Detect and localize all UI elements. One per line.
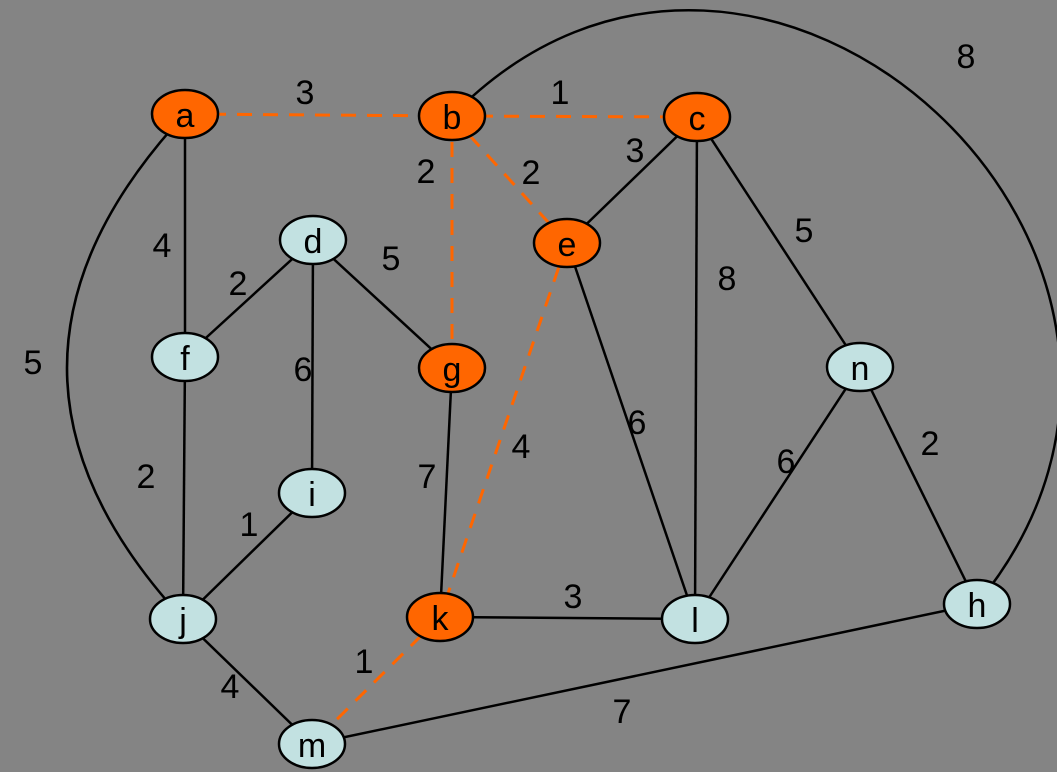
edge-weight-e-l: 6 — [628, 404, 647, 442]
node-ellipse-g — [417, 342, 487, 394]
edge-c-n — [695, 116, 862, 368]
edge-n-l — [693, 366, 862, 620]
node-label-e: e — [558, 226, 577, 264]
edge-weight-n-h: 2 — [921, 425, 940, 463]
edge-b-c — [451, 114, 698, 119]
node-j: j — [148, 593, 218, 645]
edge-weight-c-l: 8 — [718, 260, 737, 298]
edge-weight-k-l: 3 — [564, 578, 583, 616]
node-label-f: f — [180, 340, 190, 378]
node-label-h: h — [968, 587, 987, 625]
edge-weight-d-g: 5 — [382, 240, 401, 278]
edge-b-e — [450, 114, 569, 245]
node-ellipse-d — [278, 214, 348, 266]
edge-d-g — [312, 239, 453, 369]
edge-weight-k-m: 1 — [355, 643, 374, 681]
edge-a-b — [184, 112, 453, 118]
node-c: c — [662, 91, 732, 143]
node-ellipse-j — [148, 593, 218, 645]
edge-k-m — [310, 615, 442, 746]
node-label-k: k — [432, 600, 450, 638]
node-ellipse-b — [417, 90, 487, 142]
edge-m-h — [311, 602, 978, 746]
edge-weight-b-c: 1 — [551, 74, 570, 112]
edge-n-h — [858, 366, 979, 605]
node-ellipse-k — [405, 591, 475, 643]
node-n: n — [825, 341, 895, 393]
edge-weight-b-h: 8 — [957, 38, 976, 76]
node-e: e — [532, 217, 602, 269]
edge-weight-j-m: 4 — [221, 668, 240, 706]
node-a: a — [150, 88, 220, 140]
edge-weight-d-i: 6 — [294, 351, 313, 389]
node-label-g: g — [443, 351, 462, 389]
edge-weight-b-g: 2 — [417, 153, 436, 191]
edge-k-l — [439, 615, 696, 621]
node-label-n: n — [851, 350, 870, 388]
edge-weight-c-n: 5 — [795, 212, 814, 250]
edge-j-m — [182, 618, 313, 745]
node-i: i — [277, 467, 347, 519]
node-ellipse-m — [277, 718, 347, 770]
edge-c-l — [693, 116, 699, 620]
edge-weight-c-e: 3 — [626, 132, 645, 170]
node-label-b: b — [443, 99, 462, 137]
edge-f-j — [181, 356, 187, 620]
node-label-c: c — [689, 100, 706, 138]
edge-g-k — [438, 367, 454, 618]
edge-weight-m-h: 7 — [613, 693, 632, 731]
edge-weight-d-f: 2 — [229, 265, 248, 303]
node-label-i: i — [308, 476, 316, 514]
node-ellipse-n — [825, 341, 895, 393]
node-ellipse-l — [660, 593, 730, 645]
edge-c-e — [566, 116, 698, 244]
edge-i-j — [182, 492, 313, 620]
node-ellipse-a — [150, 88, 220, 140]
node-ellipse-e — [532, 217, 602, 269]
edge-weight-a-j: 5 — [24, 344, 43, 382]
node-ellipse-f — [150, 331, 220, 383]
node-l: l — [660, 593, 730, 645]
edge-a-j — [65, 113, 186, 620]
edge-e-k — [438, 242, 569, 618]
edge-weight-n-l: 6 — [777, 443, 796, 481]
edge-b-h — [451, 9, 1057, 605]
edge-e-l — [565, 242, 697, 620]
node-label-m: m — [298, 727, 326, 765]
node-label-d: d — [304, 223, 323, 261]
edge-weight-a-b: 3 — [296, 74, 315, 112]
edge-weight-e-k: 4 — [512, 428, 531, 466]
node-b: b — [417, 90, 487, 142]
node-f: f — [150, 331, 220, 383]
node-label-a: a — [176, 97, 195, 135]
node-label-j: j — [178, 602, 187, 640]
edge-weight-a-f: 4 — [153, 227, 172, 265]
node-d: d — [278, 214, 348, 266]
node-ellipse-i — [277, 467, 347, 519]
edge-weight-g-k: 7 — [418, 458, 437, 496]
node-m: m — [277, 718, 347, 770]
node-ellipse-h — [942, 578, 1012, 630]
edge-weight-b-e: 2 — [522, 154, 541, 192]
node-ellipse-c — [662, 91, 732, 143]
node-h: h — [942, 578, 1012, 630]
node-label-l: l — [691, 602, 699, 640]
node-g: g — [417, 342, 487, 394]
node-k: k — [405, 591, 475, 643]
edge-weight-f-j: 2 — [137, 458, 156, 496]
edge-weight-i-j: 1 — [240, 506, 259, 544]
edge-d-i — [310, 239, 315, 494]
